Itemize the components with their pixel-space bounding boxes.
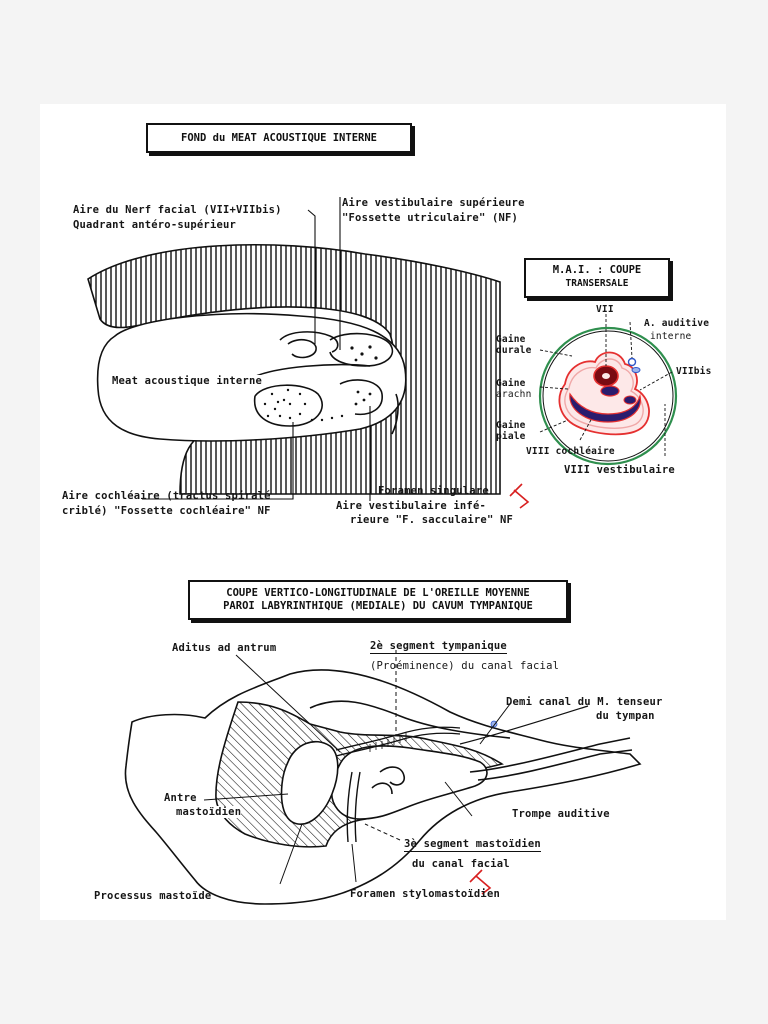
tensor-canal-label-1: Demi canal du M. tenseur xyxy=(506,696,663,708)
section-title-line1: M.A.I. : COUPE xyxy=(552,264,642,276)
sup-vestibular-fossette-label: "Fossette utriculaire" (NF) xyxy=(342,212,519,224)
gaine-arachn-label-1: Gaine xyxy=(496,378,526,389)
facial-area-label: Aire du Nerf facial (VII+VIIbis) xyxy=(73,204,282,216)
sup-vestibular-outline xyxy=(329,332,394,367)
cochlear-outline xyxy=(253,384,323,427)
bottom-leader-lines xyxy=(203,650,511,885)
meatus-title: FOND du MEAT ACOUSTIQUE INTERNE xyxy=(181,132,377,144)
mastoid-process-label: Processus mastoïde xyxy=(94,890,212,902)
inf-vestibular-outline xyxy=(339,379,383,416)
inf-vestibular-fossette-label: rieure "F. sacculaire" NF xyxy=(350,514,514,526)
red-signature-marks xyxy=(469,483,530,895)
mastoid-segment xyxy=(346,771,353,843)
meatus-title-box: FOND du MEAT ACOUSTIQUE INTERNE xyxy=(146,123,412,153)
meatus-drawing xyxy=(87,243,501,495)
middle-ear-title-line1: COUPE VERTICO-LONGITUDINALE DE L'OREILLE… xyxy=(226,587,530,599)
viii-cochlear-label: VIII cochléaire xyxy=(526,446,615,457)
promontory xyxy=(379,766,406,786)
transverse-section xyxy=(538,326,678,466)
foramina-dots xyxy=(263,345,378,422)
section-title-box: M.A.I. : COUPE TRANSERSALE xyxy=(524,258,670,298)
middle-ear-drawing xyxy=(124,669,642,905)
seg2-sub-label: (Proéminence) du canal facial xyxy=(370,660,560,672)
inf-vestibular-label: Aire vestibulaire infé- xyxy=(336,500,486,512)
top-leader-lines xyxy=(142,197,397,501)
tensor-canal xyxy=(459,705,589,745)
section-title-line2: TRANSERSALE xyxy=(565,278,629,289)
gaine-durale-label-1: Gaine xyxy=(496,334,526,345)
canal-ticks xyxy=(369,733,407,752)
transverse-crest xyxy=(279,331,339,353)
middle-ear-title-box: COUPE VERTICO-LONGITUDINALE DE L'OREILLE… xyxy=(188,580,568,620)
viii-vestibular-label: VIII vestibulaire xyxy=(564,464,675,476)
a-auditive-interne-label: interne xyxy=(650,331,692,342)
seg3-label: 3è segment mastoïdien xyxy=(404,838,541,852)
cochlear-nerve xyxy=(569,392,641,423)
section-leader-lines xyxy=(539,314,673,456)
antrum-label-1: Antre xyxy=(164,792,197,804)
stylomastoid-foramen-label: Foramen stylomastoïdien xyxy=(350,888,500,900)
gaine-durale-label-2: durale xyxy=(496,345,532,356)
a-auditive-label: A. auditive xyxy=(644,318,710,329)
seg3-sub-label: du canal facial xyxy=(412,858,510,870)
antrum xyxy=(280,740,339,825)
aditus-label: Aditus ad antrum xyxy=(172,642,277,654)
tensor-blue-dot xyxy=(490,720,498,728)
auditory-tube-label: Trompe auditive xyxy=(512,808,610,820)
foramen-singulare-tube xyxy=(391,393,399,435)
gaine-arachn-label-2: arachn xyxy=(496,389,532,400)
antrum-label-2: mastoïdien xyxy=(176,806,242,818)
labyrinthine-artery xyxy=(627,357,637,367)
vii-label: VII xyxy=(596,304,614,315)
sup-vestibular-label: Aire vestibulaire supérieure xyxy=(342,197,525,209)
cochlear-area-label: Aire cochléaire (tractus spiralé xyxy=(62,490,271,502)
gaine-piale-label-2: piale xyxy=(496,431,526,442)
meatus-label: Meat acoustique interne xyxy=(112,375,262,387)
vestibular-nerve xyxy=(623,395,637,405)
gaine-piale-label-1: Gaine xyxy=(496,420,526,431)
tympanic-cavity xyxy=(331,745,488,820)
facial-quadrant-label: Quadrant antéro-supérieur xyxy=(73,219,237,231)
viibis-label: VIIbis xyxy=(676,366,712,377)
seg2-label: 2è segment tympanique xyxy=(370,640,507,654)
middle-ear-title-line2: PAROI LABYRINTHIQUE (MEDIALE) DU CAVUM T… xyxy=(223,600,533,612)
tensor-canal-label-2: du tympan xyxy=(596,710,655,722)
intermediate-nerve xyxy=(600,385,620,397)
facial-area-outline xyxy=(287,338,317,359)
diagram-sheet: FOND du MEAT ACOUSTIQUE INTERNE Aire du … xyxy=(40,104,726,920)
auditory-tube xyxy=(469,737,631,773)
cochlear-fossette-label: criblé) "Fossette cochléaire" NF xyxy=(62,505,271,517)
singular-foramen-label: Foramen singulare xyxy=(378,485,489,497)
